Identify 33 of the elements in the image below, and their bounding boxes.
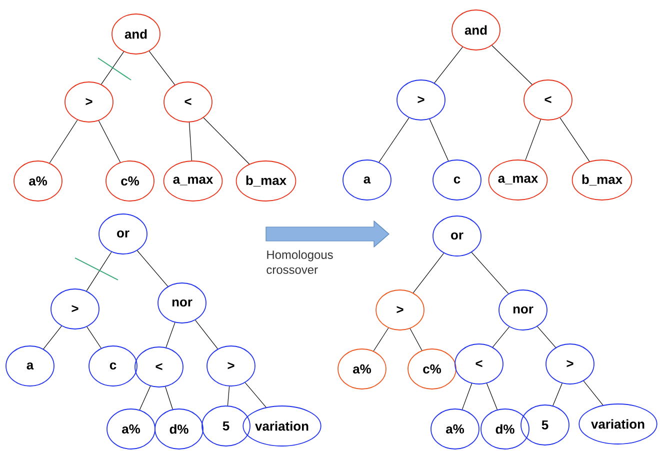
tree-branch [43, 326, 62, 350]
tree-branch [86, 326, 102, 348]
tree-branch [139, 386, 151, 410]
tree-branch [492, 326, 510, 348]
tree-branch [203, 117, 250, 164]
tree-branch [486, 383, 498, 410]
tree-branch [100, 51, 124, 85]
tree-branch [98, 120, 121, 163]
tree-branch [492, 45, 532, 85]
tree-branch [525, 119, 541, 160]
tree-branch [165, 386, 173, 410]
tree-branch [227, 386, 230, 406]
tree-branch [471, 252, 509, 294]
tree-branch [86, 252, 112, 292]
tree-branch [166, 322, 176, 348]
tree-branch [373, 328, 389, 352]
tree-branch [552, 383, 562, 406]
tree-branch [49, 120, 78, 164]
tree-branch [537, 326, 556, 348]
tree-branch [410, 328, 422, 351]
caption-text: Homologous crossover [266, 250, 333, 274]
tree-branch [462, 383, 472, 410]
tree-branch [244, 382, 266, 408]
tree-branch [136, 250, 168, 287]
tree-branch [583, 380, 604, 406]
tree-branch [378, 118, 410, 162]
tree-branch [195, 320, 218, 350]
tree-branch [560, 118, 590, 162]
tree-branch [189, 122, 192, 161]
tree-branch [148, 50, 176, 86]
tree-branch [412, 252, 444, 294]
tree-branch [429, 118, 449, 162]
tree-branch [434, 46, 463, 84]
